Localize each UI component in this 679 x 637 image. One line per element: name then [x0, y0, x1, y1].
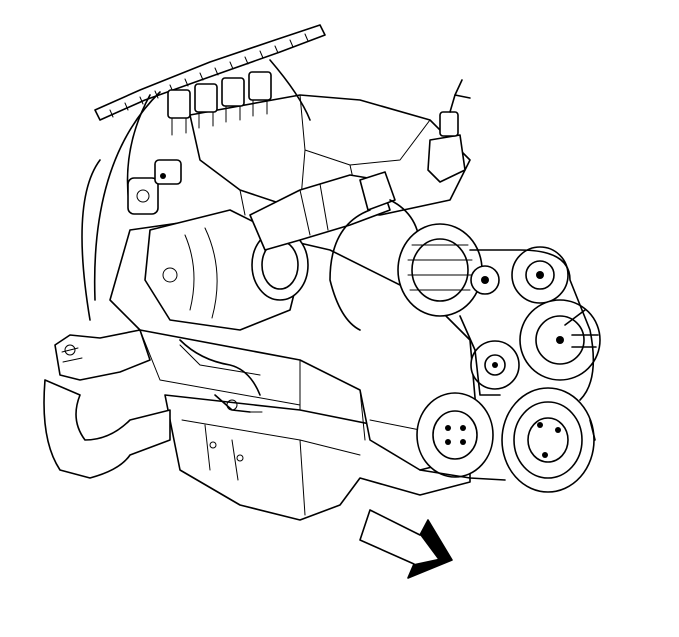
- power-steering-pump: [519, 299, 601, 381]
- alternator: [397, 223, 500, 317]
- exhaust-crossover-pipe: [43, 329, 171, 479]
- belt-pulleys: [470, 246, 569, 390]
- coolant-hose: [179, 339, 263, 413]
- serpentine-belt: [419, 249, 596, 481]
- sensor-connector-right: [329, 79, 471, 331]
- air-intake-duct: [249, 174, 391, 251]
- fuel-injector-connectors: [167, 71, 272, 136]
- ac-compressor: [416, 392, 494, 478]
- crankshaft-pulley: [501, 387, 595, 493]
- direction-arrow-icon: [359, 509, 453, 579]
- sensor-connector-left: [127, 159, 182, 215]
- wiring-harness: [81, 24, 326, 321]
